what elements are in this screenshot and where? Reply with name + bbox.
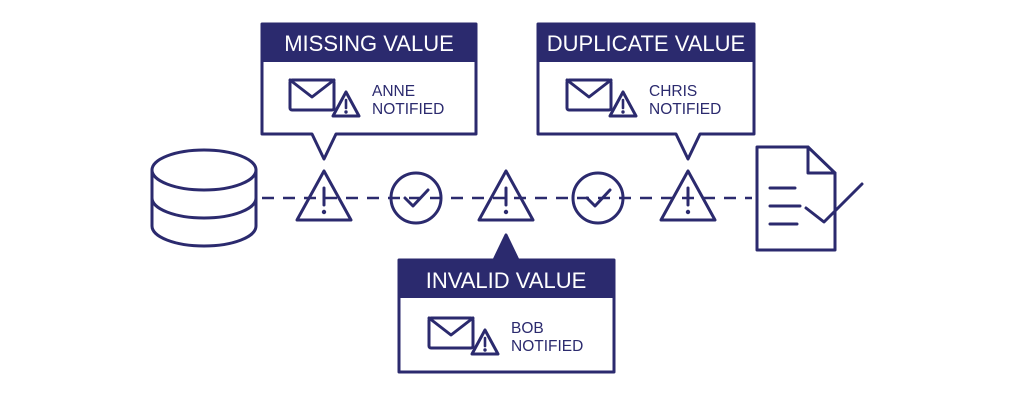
mail-warning-icon (565, 78, 638, 118)
callout-status: NOTIFIED (511, 338, 583, 355)
callout-status: NOTIFIED (649, 101, 721, 118)
warning-triangle-icon (295, 169, 353, 222)
warning-triangle-icon (477, 169, 535, 222)
database-icon (150, 148, 258, 248)
callout-title: MISSING VALUE (284, 31, 454, 56)
callout-header (262, 24, 476, 62)
mail-warning-icon (427, 316, 500, 356)
mail-warning-icon (288, 78, 361, 118)
callout-person: ANNE (372, 83, 415, 100)
callout-header (538, 24, 754, 62)
callout-missing-value: MISSING VALUE ANNE NOTIFIED (260, 22, 478, 161)
check-circle-icon (389, 171, 443, 225)
callout-title: INVALID VALUE (426, 268, 587, 293)
document-check-icon (755, 145, 864, 252)
callout-status: NOTIFIED (372, 101, 444, 118)
callout-duplicate-value: DUPLICATE VALUE CHRIS NOTIFIED (536, 22, 756, 161)
callout-header (399, 260, 614, 298)
warning-triangle-icon (659, 169, 717, 222)
callout-invalid-value: INVALID VALUE BOB NOTIFIED (397, 233, 616, 374)
callout-person: CHRIS (649, 83, 697, 100)
callout-title: DUPLICATE VALUE (547, 31, 745, 56)
check-circle-icon (571, 171, 625, 225)
callout-person: BOB (511, 320, 544, 337)
